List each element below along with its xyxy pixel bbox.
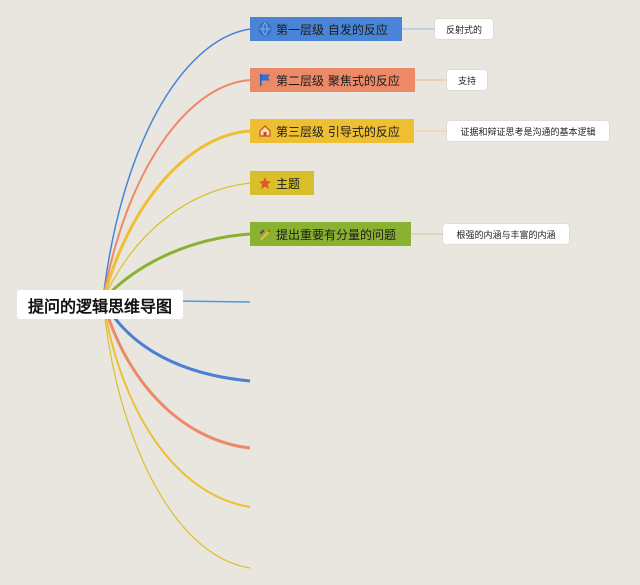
branch-topic-2[interactable]: 第二层级 聚焦式的反应 (250, 68, 415, 92)
connector-branch-1 (102, 28, 251, 301)
branch-note-5[interactable]: 根强的内涵与丰富的内涵 (443, 224, 569, 244)
connector-branch-5 (101, 232, 251, 302)
globe-icon (258, 22, 272, 36)
branch-label-2: 第二层级 聚焦式的反应 (276, 73, 400, 88)
branch-topic-1[interactable]: 第一层级 自发的反应 (250, 17, 402, 41)
connector-lower-5 (102, 299, 251, 569)
branch-label-5: 提出重要有分量的问题 (276, 227, 397, 242)
connector-lower-4 (102, 299, 251, 508)
branch-note-2[interactable]: 支持 (447, 70, 487, 90)
branch-label-4: 主题 (276, 176, 301, 191)
branch-topic-3[interactable]: 第三层级 引导式的反应 (250, 119, 414, 143)
star-icon (259, 177, 271, 189)
branch-note-1[interactable]: 反射式的 (435, 19, 493, 39)
pencil-ruler-icon (259, 229, 271, 241)
house-icon (259, 125, 271, 137)
branch-label-3: 第三层级 引导式的反应 (276, 124, 400, 139)
branch-topic-5[interactable]: 提出重要有分量的问题 (250, 222, 411, 246)
connector-branch-4 (102, 182, 251, 301)
branch-note-3[interactable]: 证据和辩证思考是沟通的基本逻辑 (447, 121, 609, 141)
flag-icon (260, 74, 270, 86)
connector-branch-2 (102, 79, 251, 301)
connector-branch-3 (101, 129, 251, 301)
connector-lower-3 (101, 299, 251, 450)
branch-label-1: 第一层级 自发的反应 (276, 22, 388, 37)
branch-topic-4[interactable]: 主题 (250, 171, 314, 195)
root-topic[interactable]: 提问的逻辑思维导图 (17, 290, 183, 319)
